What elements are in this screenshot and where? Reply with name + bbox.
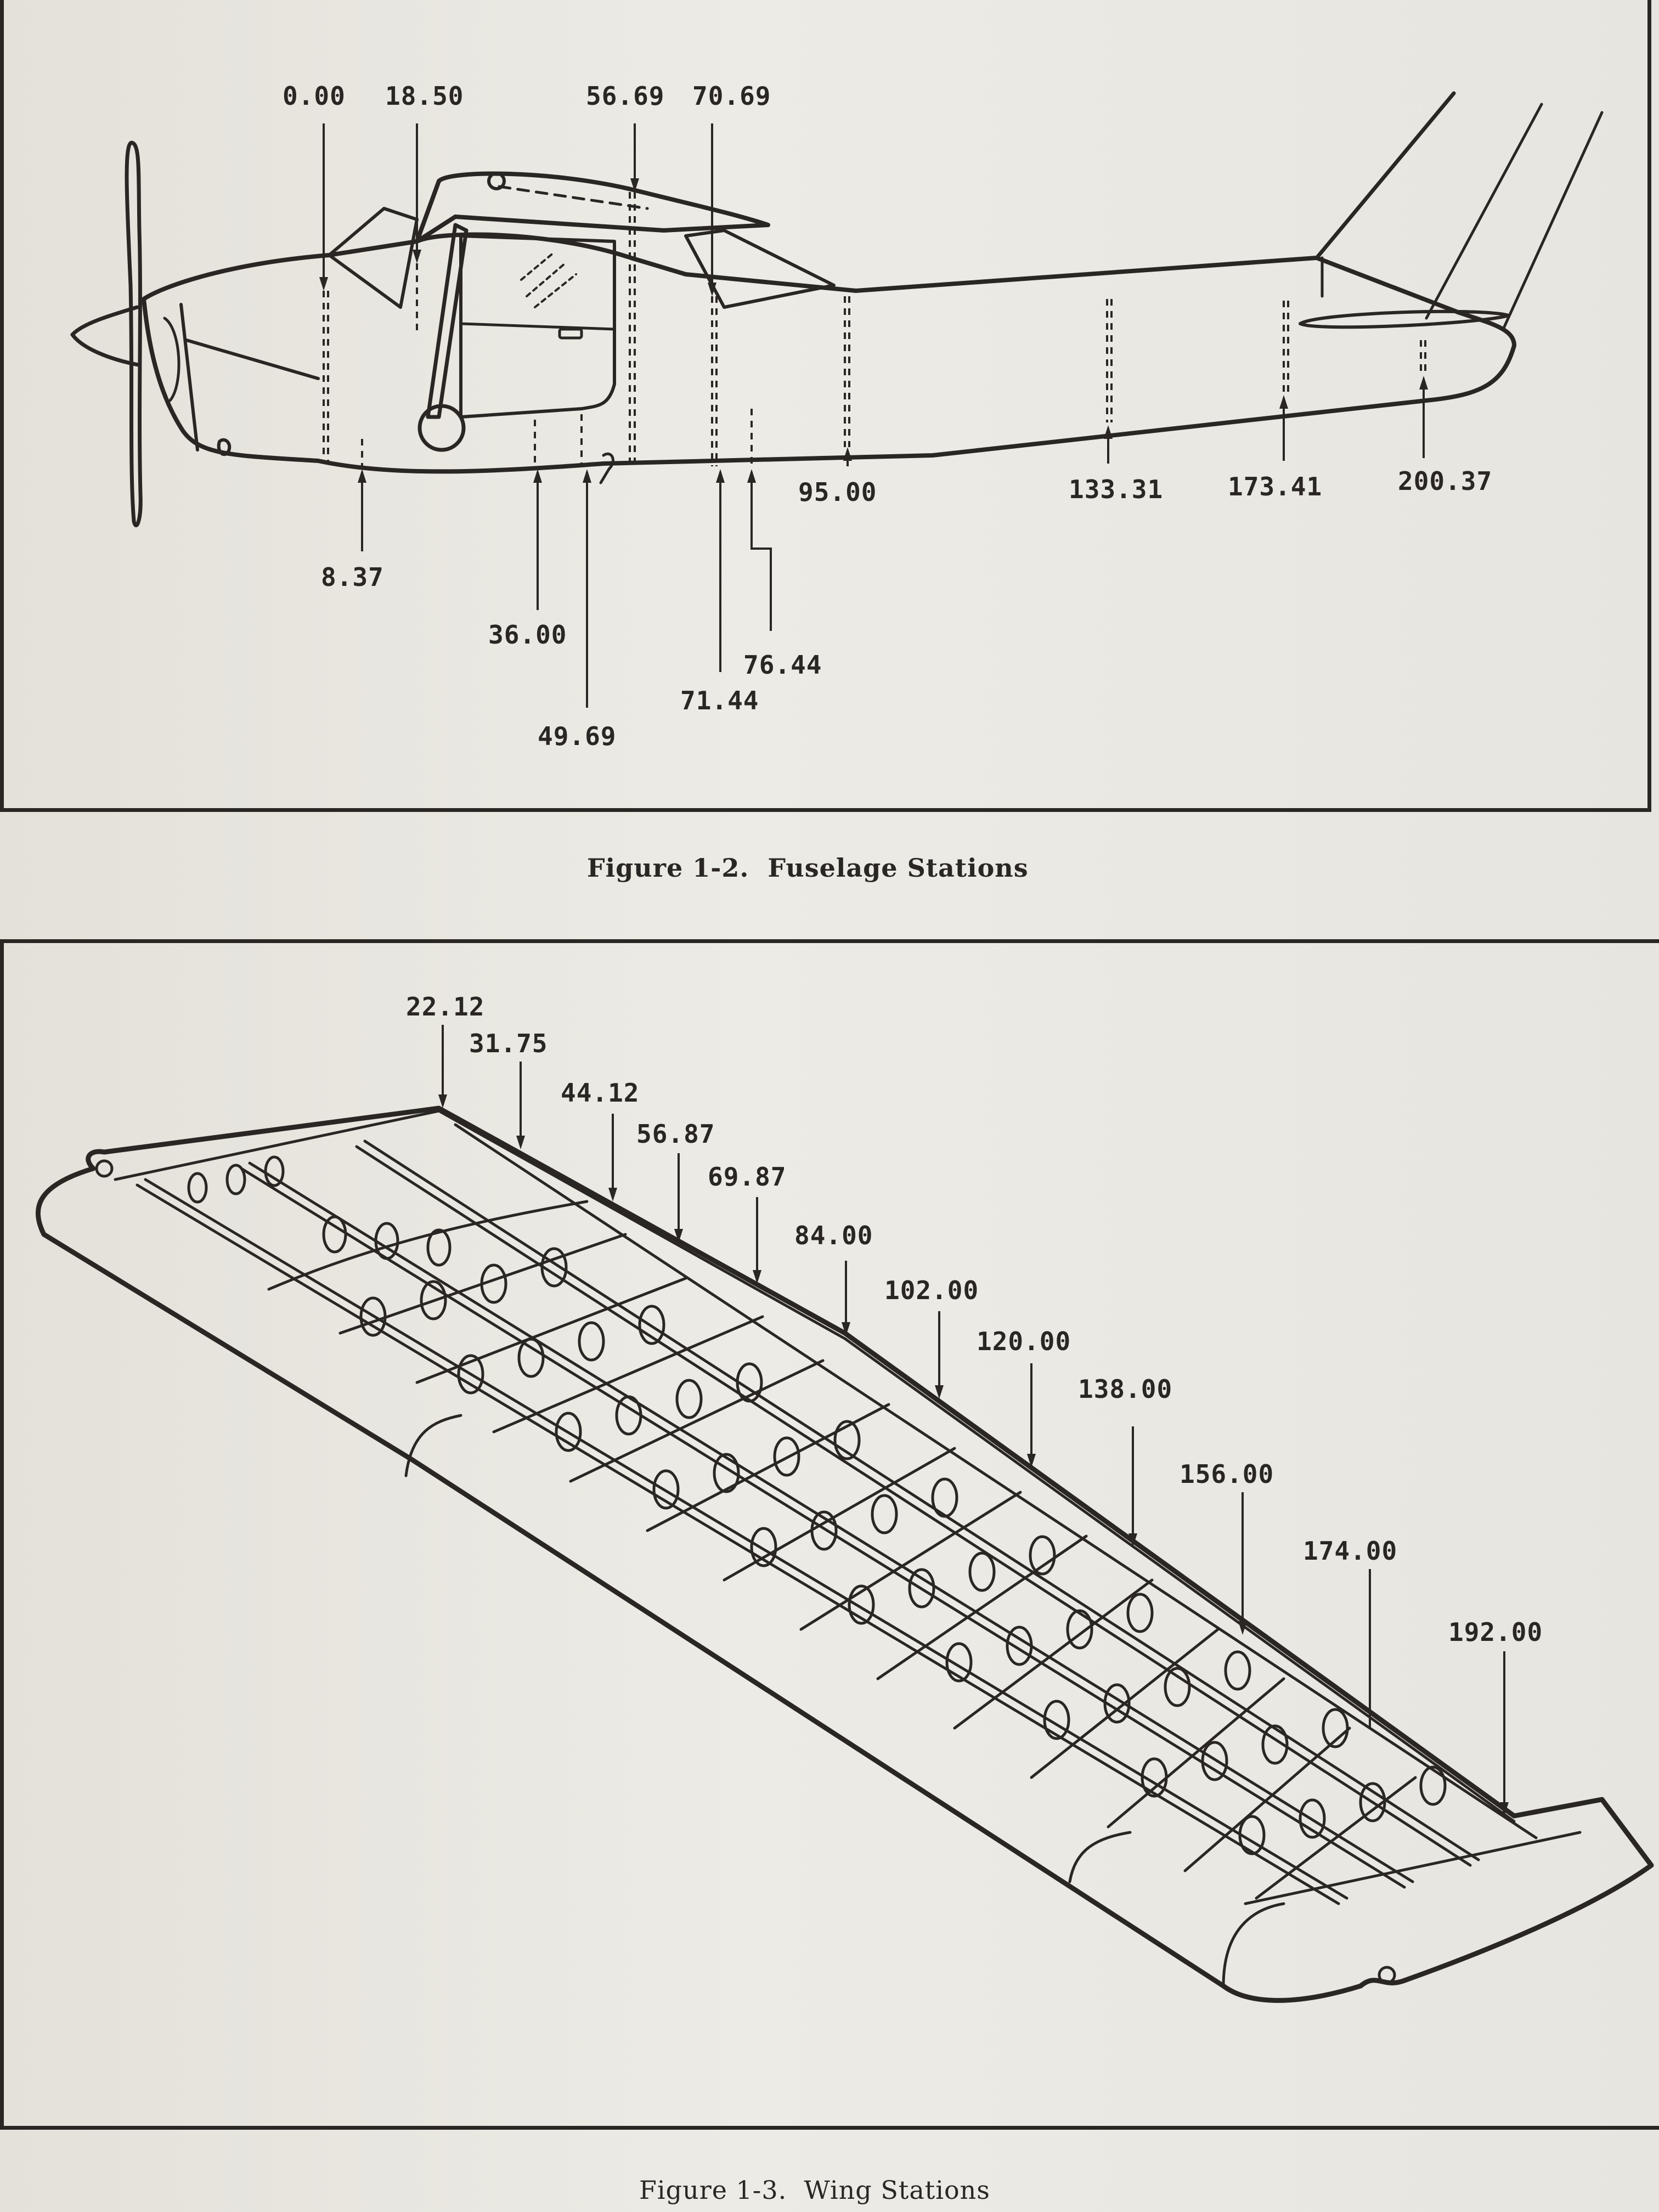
lightening-hole (1359, 1782, 1386, 1822)
lightening-hole (359, 1296, 387, 1337)
wing-spars (136, 1123, 1538, 1905)
fuselage-station-label: 49.69 (538, 721, 617, 751)
lightening-hole (420, 1280, 447, 1321)
fuselage-station-label: 76.44 (743, 650, 822, 680)
lightening-hole (1126, 1593, 1154, 1633)
lightening-hole (1164, 1667, 1191, 1707)
lightening-hole (457, 1354, 484, 1395)
wing-station-label: 56.87 (636, 1119, 715, 1149)
fuselage-station-label: 18.50 (385, 81, 464, 111)
lightening-hole (1141, 1757, 1168, 1798)
lightening-hole (750, 1527, 777, 1567)
lightening-hole (1066, 1609, 1093, 1650)
cabin-door (459, 234, 616, 419)
wing-figure-frame (0, 939, 1659, 2130)
lightening-hole (908, 1568, 935, 1609)
lightening-hole (578, 1321, 605, 1362)
wing-station-label: 22.12 (406, 992, 485, 1022)
lightening-hole (1043, 1700, 1070, 1740)
fuselage-figure-frame (0, 0, 1651, 812)
lightening-hole (225, 1164, 246, 1195)
station-pointers-bottom (358, 376, 1428, 708)
lightening-hole (322, 1215, 347, 1254)
fuselage-station-label: 133.31 (1069, 475, 1164, 504)
lightening-hole (810, 1510, 838, 1551)
lightening-hole (1299, 1798, 1326, 1839)
fuselage-station-label: 70.69 (692, 81, 771, 111)
lightening-hole (540, 1247, 568, 1288)
lightening-hole (517, 1338, 545, 1378)
lightening-hole (968, 1551, 996, 1592)
lightening-hole (1201, 1741, 1228, 1781)
station-pointers-top (319, 123, 716, 296)
lightening-hole (1029, 1535, 1056, 1576)
lightening-hole (848, 1584, 875, 1625)
fuselage-station-label: 71.44 (680, 686, 759, 715)
fuselage-station-label: 95.00 (798, 477, 877, 507)
wing-station-label: 156.00 (1180, 1459, 1274, 1489)
wing-station-label: 120.00 (977, 1327, 1071, 1356)
wing-strut (417, 223, 469, 452)
lightening-hole (1322, 1708, 1349, 1748)
lightening-hole (833, 1420, 861, 1460)
lightening-hole (480, 1263, 507, 1304)
lightening-hole (871, 1494, 898, 1534)
lightening-hole (736, 1362, 763, 1403)
wing-figure-caption: Figure 1-3. Wing Stations (639, 2175, 990, 2205)
nose-gear (217, 438, 232, 456)
lightening-hole (773, 1436, 800, 1477)
wing-station-label: 138.00 (1078, 1374, 1173, 1404)
lightening-hole (615, 1395, 642, 1436)
wing-station-label: 84.00 (794, 1221, 873, 1250)
lightening-hole (931, 1477, 958, 1518)
vertical-stabilizer (1314, 91, 1604, 331)
station-section-lines (323, 192, 1426, 469)
propeller-icon (70, 140, 143, 527)
lightening-hole (675, 1379, 703, 1419)
lightening-hole (1261, 1724, 1289, 1765)
lightening-hole (1419, 1765, 1447, 1806)
cowling-lines (163, 303, 320, 452)
lightening-hole (652, 1469, 680, 1510)
fuselage-stations-diagram (70, 91, 1604, 708)
horizontal-stabilizer (1299, 309, 1510, 329)
lightening-hole (1224, 1650, 1251, 1691)
lightening-holes (187, 1155, 1447, 1855)
lightening-hole (264, 1155, 285, 1187)
lightening-hole (426, 1228, 452, 1267)
fuselage-station-label: 0.00 (283, 81, 346, 111)
lightening-hole (1103, 1683, 1131, 1724)
fuselage-station-label: 56.69 (586, 81, 665, 111)
wing-station-label: 102.00 (884, 1276, 979, 1305)
wing-station-pointers (438, 1025, 1509, 1816)
wing-station-label: 31.75 (469, 1029, 548, 1058)
control-surface-breaks (404, 1414, 1582, 1988)
lightening-hole (555, 1412, 582, 1452)
main-gear (599, 453, 614, 484)
lightening-hole (713, 1453, 740, 1493)
leading-edge-inner-line (114, 1109, 1516, 1823)
wing-attach-fitting (95, 1159, 114, 1178)
cabin-roof (415, 171, 770, 244)
lightening-hole (945, 1642, 973, 1683)
fuselage-station-label: 200.37 (1398, 466, 1493, 496)
wing-station-label: 69.87 (708, 1162, 787, 1192)
fuselage-figure-caption: Figure 1-2. Fuselage Stations (587, 853, 1029, 883)
wing-station-label: 192.00 (1448, 1617, 1543, 1647)
wing-station-label: 44.12 (561, 1078, 640, 1108)
wing-station-label: 174.00 (1303, 1536, 1398, 1566)
fuselage-station-label: 8.37 (321, 562, 384, 592)
fuselage-station-label: 36.00 (488, 620, 567, 650)
lightening-hole (638, 1305, 665, 1345)
lightening-hole (187, 1172, 208, 1204)
fuselage-station-label: 173.41 (1228, 472, 1323, 501)
lightening-hole (374, 1222, 399, 1260)
lightening-hole (1238, 1815, 1266, 1855)
lightening-hole (1006, 1626, 1033, 1666)
wing-tip-light (1378, 1966, 1396, 1984)
